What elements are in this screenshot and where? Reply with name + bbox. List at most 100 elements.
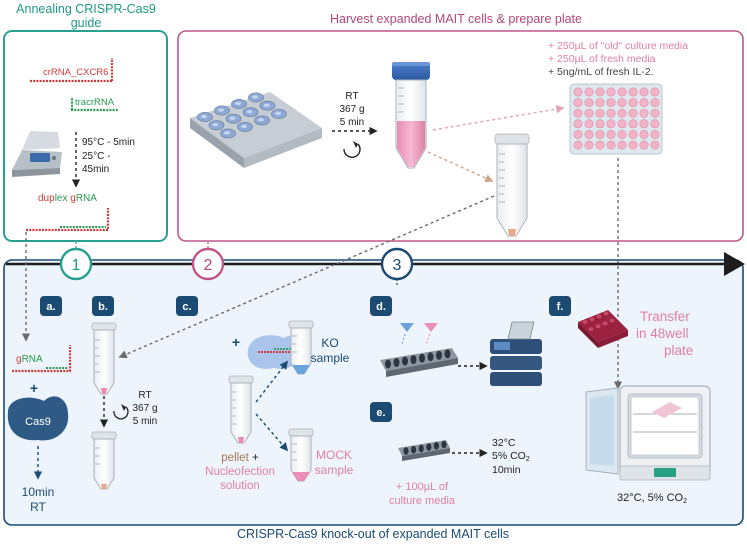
incubator-icon <box>585 385 711 481</box>
well <box>639 87 649 97</box>
centrifuge-rotation-icon <box>343 141 361 158</box>
svg-text:d.: d. <box>376 301 386 313</box>
harvest-pink-arrow <box>432 104 565 131</box>
well-highlight <box>252 95 258 99</box>
conical-tube-pink-icon <box>392 62 430 169</box>
strip-well <box>436 350 442 360</box>
well <box>606 140 616 150</box>
harvest-title: Harvest expanded MAIT cells & prepare pl… <box>330 12 582 26</box>
crrna-strand-icon <box>30 58 114 83</box>
well <box>639 108 649 118</box>
step-e-co2: 5% CO2 <box>492 450 530 463</box>
twelve-well-plate-icon <box>190 92 322 168</box>
incubator-label: 32°C, 5% CO2 <box>617 492 687 505</box>
media-il2-text: + 5ng/mL of fresh IL-2. <box>548 66 654 78</box>
annealing-title-2: guide <box>71 16 102 30</box>
well <box>650 87 660 97</box>
strip-well <box>588 327 594 331</box>
strip-well <box>402 356 408 366</box>
temp-step2-time: 45min <box>82 164 109 175</box>
strip-well <box>410 355 417 365</box>
well <box>584 98 594 108</box>
forty-eight-well-plate-icon <box>569 83 663 155</box>
strip-well <box>403 447 409 455</box>
well <box>606 129 616 139</box>
strip-well <box>385 359 391 369</box>
well <box>639 98 649 108</box>
cuvette-drops-icon <box>400 323 438 345</box>
well <box>639 119 649 129</box>
plus-sign-a: + <box>30 380 38 396</box>
badge-b: b. <box>92 296 114 316</box>
harvest-spin-time: 5 min <box>340 117 364 128</box>
strip-well <box>582 320 588 324</box>
temp-step1: 95°C - 5min <box>82 137 135 148</box>
svg-text:f.: f. <box>557 301 564 313</box>
well <box>573 98 583 108</box>
well <box>595 87 605 97</box>
well <box>573 140 583 150</box>
well <box>650 129 660 139</box>
badge-e: e. <box>370 402 392 422</box>
step-a-temp: RT <box>30 500 46 514</box>
duplex-grna-icon <box>26 208 110 232</box>
well-highlight <box>246 110 253 114</box>
step-b-tube-top-icon <box>91 322 117 395</box>
timeline-step-2: 2 <box>191 242 225 281</box>
ko-tube-icon <box>288 320 314 375</box>
step-a-time: 10min <box>22 485 55 499</box>
step-e-time: 10min <box>492 464 521 476</box>
strip-well <box>418 444 424 453</box>
mock-tube-icon <box>288 428 314 482</box>
step-b-spin-speed: 367 g <box>132 403 157 414</box>
well <box>595 108 605 118</box>
well-highlight <box>263 103 270 107</box>
step-e-media-2: culture media <box>389 495 456 507</box>
strip-well <box>589 317 595 322</box>
knockout-panel <box>3 259 744 526</box>
well <box>628 108 638 118</box>
well <box>628 87 638 97</box>
well <box>639 140 649 150</box>
well <box>639 129 649 139</box>
well-highlight <box>229 116 236 120</box>
svg-text:a.: a. <box>46 301 55 313</box>
well <box>628 140 638 150</box>
nucleofection-text: Nucleofection <box>205 466 275 478</box>
well <box>595 98 605 108</box>
solution-text: solution <box>220 480 260 492</box>
ko-sample-label-2: sample <box>311 351 350 365</box>
well-highlight <box>241 124 247 128</box>
strip-well <box>444 349 451 359</box>
thermocycler-icon <box>12 131 62 177</box>
mock-sample-label: MOCK <box>316 448 352 462</box>
well <box>606 98 616 108</box>
well <box>573 129 583 139</box>
well-highlight <box>224 131 230 135</box>
step-b-spin-rt: RT <box>138 390 151 401</box>
pellet-to-step-b-arrow <box>118 195 495 359</box>
badge-c: c. <box>176 296 198 316</box>
to-mock-arrow <box>255 413 289 452</box>
harvest-spin-rt: RT <box>345 91 358 102</box>
pellet-tube-icon <box>228 375 254 444</box>
red-well-strip-icon <box>578 310 628 348</box>
grna-duplex-icon <box>12 345 72 373</box>
badge-f: f. <box>549 296 571 316</box>
duplex-grna-label: duplex gRNA <box>38 193 97 204</box>
well-highlight <box>212 123 219 127</box>
cas9-protein-icon <box>7 396 69 441</box>
well <box>628 119 638 129</box>
strip-well <box>602 321 608 326</box>
strip-well <box>433 442 439 450</box>
cas9-label: Cas9 <box>25 416 51 428</box>
tracrrna-label: tracrRNA <box>75 97 115 108</box>
well-highlight <box>258 118 264 122</box>
to-ko-arrow <box>255 360 289 403</box>
svg-text:1: 1 <box>72 257 81 274</box>
well-highlight <box>218 108 224 112</box>
media-old-text: + 250µL of "old" culture media <box>548 40 688 52</box>
well <box>595 129 605 139</box>
